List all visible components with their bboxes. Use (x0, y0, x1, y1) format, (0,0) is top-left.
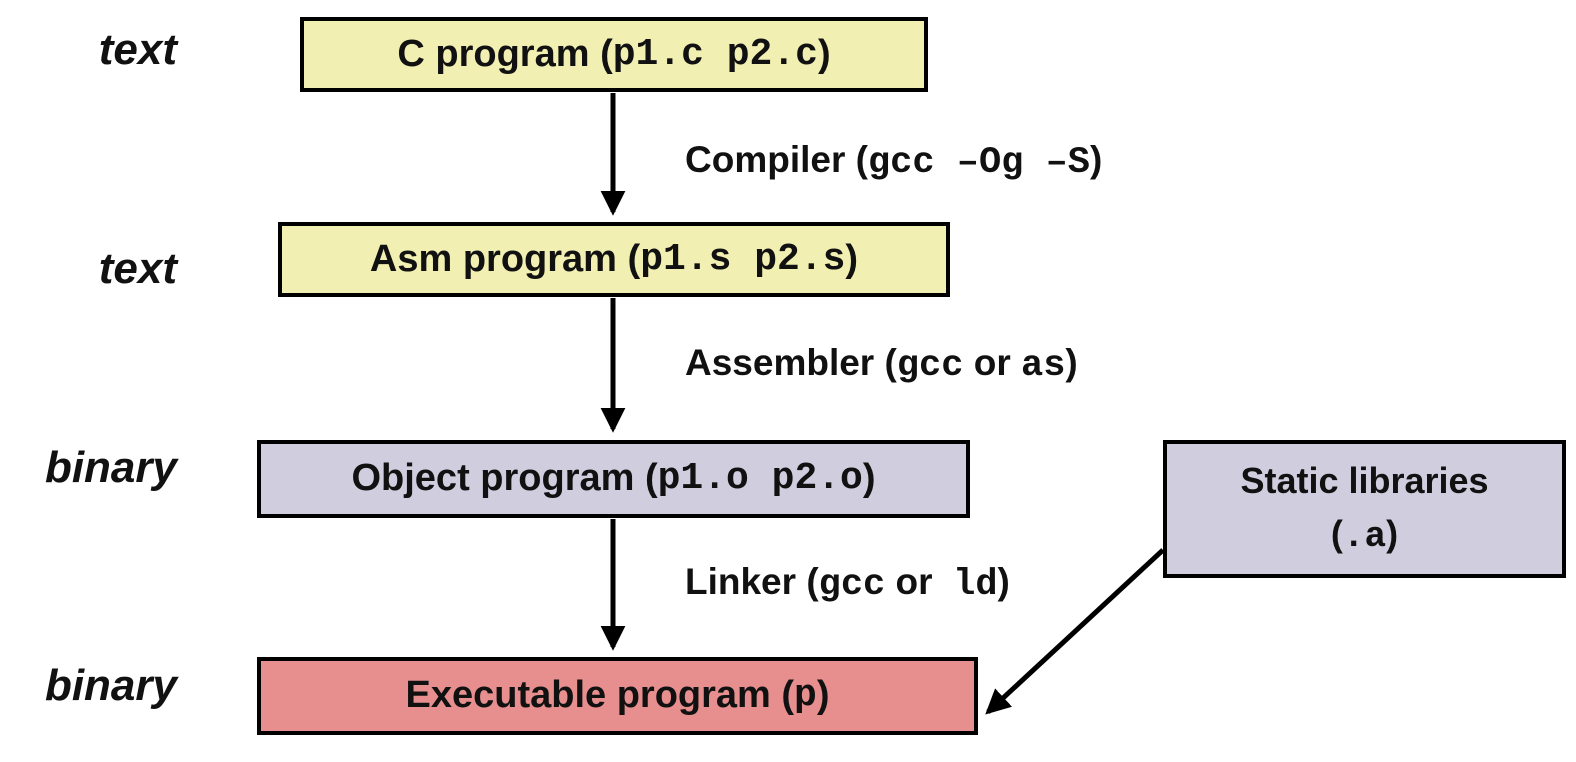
object-program-label-pre: Object program ( (351, 457, 658, 500)
c-program-label-post: ) (817, 32, 831, 75)
row-label-binary-1: binary (44, 443, 177, 492)
compiler-label-post: ) (1090, 139, 1103, 180)
c-program-box: C program (p1.c p2.c) (300, 17, 928, 92)
assembler-label-mid: or (963, 342, 1021, 383)
object-program-box: Object program (p1.o p2.o) (257, 440, 970, 518)
linker-label-mid: or (885, 561, 954, 602)
asm-program-label-pre: Asm program ( (369, 237, 641, 280)
static-lib-paren-open: ( (1330, 512, 1343, 554)
asm-program-box: Asm program (p1.s p2.s) (278, 222, 950, 297)
object-program-filenames: p1.o p2.o (657, 457, 863, 501)
static-lib-ext-code: .a (1342, 515, 1387, 557)
compiler-label-pre: Compiler ( (685, 139, 868, 180)
assembler-label-pre: Assembler ( (685, 342, 897, 383)
linker-step-label: Linker (gcc or ld) (685, 561, 1010, 606)
assembler-label-post: ) (1065, 342, 1078, 383)
assembler-step-label: Assembler (gcc or as) (685, 342, 1078, 387)
compiler-command: gcc –Og –S (867, 142, 1091, 184)
compiler-step-label: Compiler (gcc –Og –S) (685, 139, 1102, 184)
static-libraries-extension: (.a) (1331, 508, 1398, 563)
asm-program-label-post: ) (845, 237, 859, 280)
assembler-command-2: as (1021, 345, 1066, 387)
static-libraries-box: Static libraries (.a) (1163, 440, 1566, 578)
executable-program-box: Executable program (p) (257, 657, 978, 735)
asm-program-filenames: p1.s p2.s (640, 237, 846, 281)
linker-label-pre: Linker ( (685, 561, 819, 602)
row-label-text-2: text (98, 244, 177, 293)
executable-program-label-pre: Executable program ( (405, 674, 795, 717)
row-label-text-1: text (98, 25, 177, 74)
static-lib-link-arrow (985, 548, 1165, 715)
linker-label-post: ) (997, 561, 1010, 602)
executable-program-filename: p (794, 674, 817, 718)
object-program-label-post: ) (862, 457, 876, 500)
linker-command-2: ld (953, 564, 998, 606)
static-lib-paren-close: ) (1386, 512, 1399, 554)
linker-command-1: gcc (818, 564, 886, 606)
c-program-filenames: p1.c p2.c (612, 32, 818, 76)
row-label-binary-2: binary (44, 661, 177, 710)
static-libraries-label: Static libraries (1240, 460, 1489, 502)
c-program-label-pre: C program ( (397, 32, 613, 75)
executable-program-label-post: ) (816, 674, 830, 717)
assembler-command-1: gcc (896, 345, 964, 387)
